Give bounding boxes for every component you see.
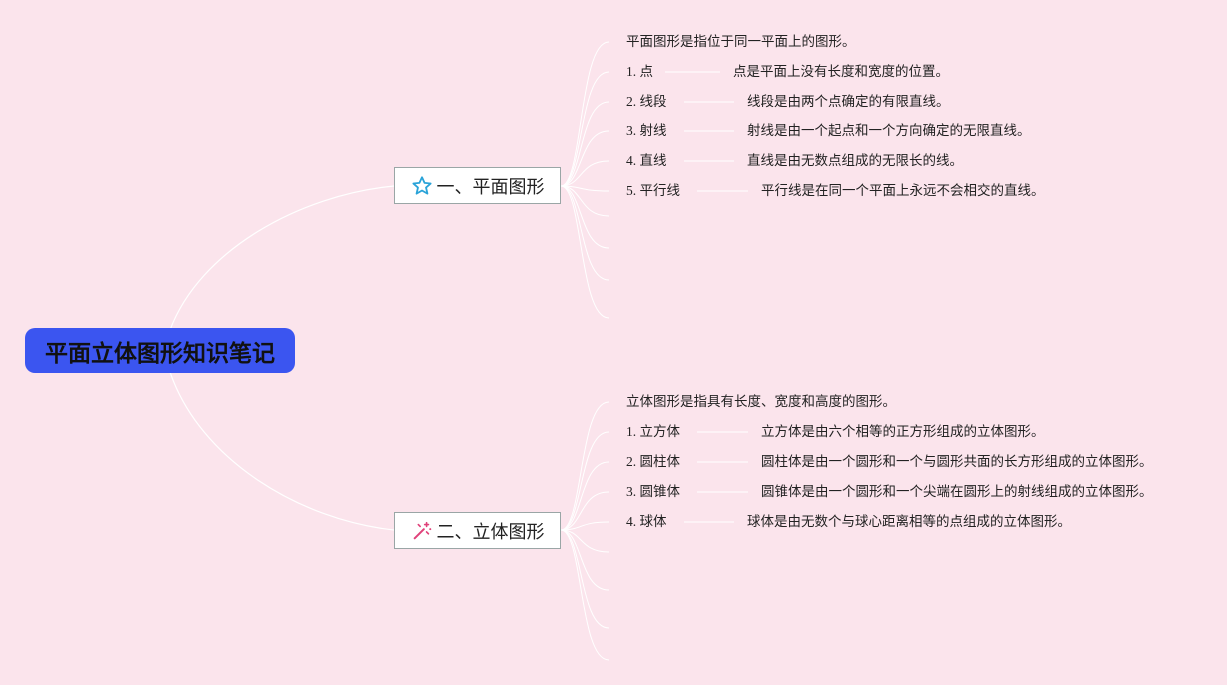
fan-connector-line bbox=[560, 71, 610, 187]
star-icon bbox=[411, 175, 433, 197]
connector-item-dashes bbox=[665, 71, 748, 523]
root-topic[interactable]: 平面立体图形知识笔记 bbox=[25, 328, 295, 373]
branch-1-item-label[interactable]: 1. 点 bbox=[626, 64, 653, 79]
branch-1-item-label[interactable]: 4. 直线 bbox=[626, 153, 667, 168]
fan-connector-line bbox=[560, 185, 610, 281]
branch-1-item-label[interactable]: 5. 平行线 bbox=[626, 183, 680, 198]
fan-connector-line bbox=[560, 521, 610, 531]
magic-wand-icon bbox=[411, 520, 433, 542]
fan-connector-line bbox=[560, 529, 610, 553]
fan-connector-line bbox=[560, 431, 610, 531]
branch-1-item-label[interactable]: 2. 线段 bbox=[626, 94, 667, 109]
fan-connector-line bbox=[560, 185, 610, 217]
connector-fan-branch-1 bbox=[560, 41, 610, 319]
fan-connector-line bbox=[560, 41, 610, 187]
fan-connector-line bbox=[560, 401, 610, 531]
fan-connector-line bbox=[560, 461, 610, 531]
branch-2-item-desc[interactable]: 立方体是由六个相等的正方形组成的立体图形。 bbox=[761, 424, 1045, 439]
branch-1-item-label[interactable]: 3. 射线 bbox=[626, 123, 667, 138]
fan-connector-line bbox=[560, 160, 610, 187]
branch-2-item-desc[interactable]: 圆柱体是由一个圆形和一个与圆形共面的长方形组成的立体图形。 bbox=[761, 454, 1153, 469]
connector-root-branch-2 bbox=[169, 371, 395, 531]
branch-1-item-desc[interactable]: 直线是由无数点组成的无限长的线。 bbox=[747, 153, 963, 168]
branch-2-item-label[interactable]: 3. 圆锥体 bbox=[626, 484, 680, 499]
branch-1-item-desc[interactable]: 点是平面上没有长度和宽度的位置。 bbox=[733, 64, 949, 79]
branch-1-item-desc[interactable]: 线段是由两个点确定的有限直线。 bbox=[747, 94, 950, 109]
branch-2-item-label[interactable]: 1. 立方体 bbox=[626, 424, 680, 439]
connector-fan-branch-2 bbox=[560, 401, 610, 661]
root-title: 平面立体图形知识笔记 bbox=[45, 340, 275, 367]
branch-title: 二、立体图形 bbox=[436, 521, 545, 543]
fan-connector-line bbox=[560, 185, 610, 249]
branch-plane-figures[interactable]: 一、平面图形 bbox=[394, 167, 561, 204]
fan-connector-line bbox=[560, 185, 610, 319]
branch-2-intro[interactable]: 立体图形是指具有长度、宽度和高度的图形。 bbox=[626, 394, 896, 409]
branch-1-item-desc[interactable]: 射线是由一个起点和一个方向确定的无限直线。 bbox=[747, 123, 1031, 138]
fan-connector-line bbox=[560, 529, 610, 591]
branch-2-item-desc[interactable]: 圆锥体是由一个圆形和一个尖端在圆形上的射线组成的立体图形。 bbox=[761, 484, 1153, 499]
connector-root-branch-1 bbox=[169, 185, 395, 331]
branch-2-item-label[interactable]: 2. 圆柱体 bbox=[626, 454, 680, 469]
fan-connector-line bbox=[560, 130, 610, 187]
branch-title: 一、平面图形 bbox=[436, 176, 545, 198]
branch-2-item-label[interactable]: 4. 球体 bbox=[626, 514, 667, 529]
fan-connector-line bbox=[560, 529, 610, 661]
branch-2-item-desc[interactable]: 球体是由无数个与球心距离相等的点组成的立体图形。 bbox=[747, 514, 1071, 529]
fan-connector-line bbox=[560, 491, 610, 531]
branch-solid-figures[interactable]: 二、立体图形 bbox=[394, 512, 561, 549]
branch-1-intro[interactable]: 平面图形是指位于同一平面上的图形。 bbox=[626, 34, 856, 49]
branch-1-item-desc[interactable]: 平行线是在同一个平面上永远不会相交的直线。 bbox=[761, 183, 1045, 198]
fan-connector-line bbox=[560, 101, 610, 187]
